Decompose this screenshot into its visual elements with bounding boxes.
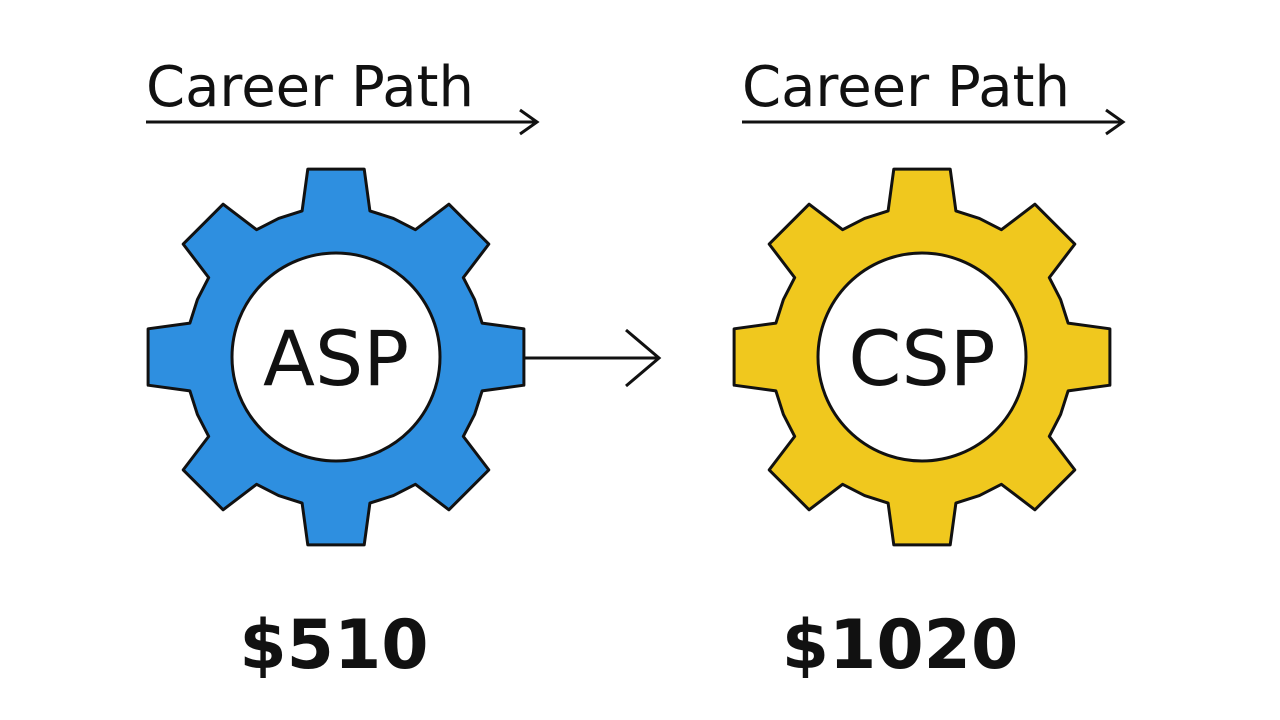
connector-arrow [524,328,662,388]
to-heading-arrowhead [1105,108,1126,136]
from-heading-arrowhead [519,108,540,136]
asp-gear-icon: ASP [146,167,526,547]
csp-label: CSP [848,314,995,403]
from-heading-group: Career Path [146,55,540,136]
to-heading: Career Path [742,55,1070,120]
connector-arrowhead [625,328,662,388]
asp-label: ASP [263,314,409,403]
from-heading: Career Path [146,55,474,120]
asp-price: $510 [239,606,428,685]
asp-gear-hub [230,251,442,463]
csp-gear-icon: CSP [732,167,1112,547]
to-heading-group: Career Path [742,55,1126,136]
csp-price: $1020 [782,606,1019,685]
csp-gear-hub [816,251,1028,463]
